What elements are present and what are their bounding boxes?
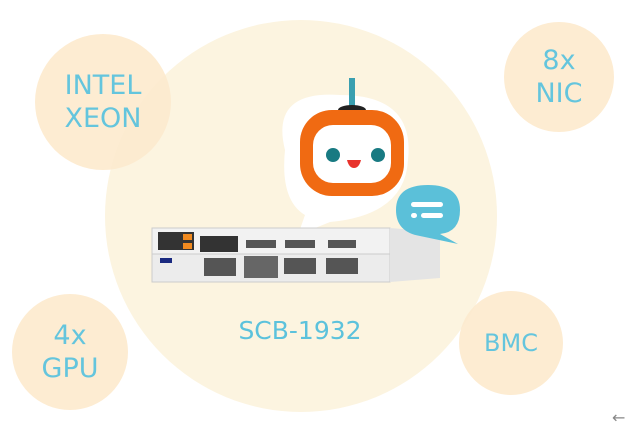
- robot-icon: [282, 78, 409, 235]
- server-image: [151, 227, 440, 283]
- feature-bmc: BMC: [459, 291, 563, 395]
- back-arrow-icon[interactable]: ←: [612, 408, 626, 427]
- feature-8x-nic: 8x NIC: [504, 22, 614, 132]
- chat-bubble-icon: [396, 185, 460, 244]
- feature-intel-xeon: INTEL XEON: [35, 34, 171, 170]
- feature-4x-gpu: 4x GPU: [12, 294, 128, 410]
- product-name: SCB-1932: [238, 316, 362, 345]
